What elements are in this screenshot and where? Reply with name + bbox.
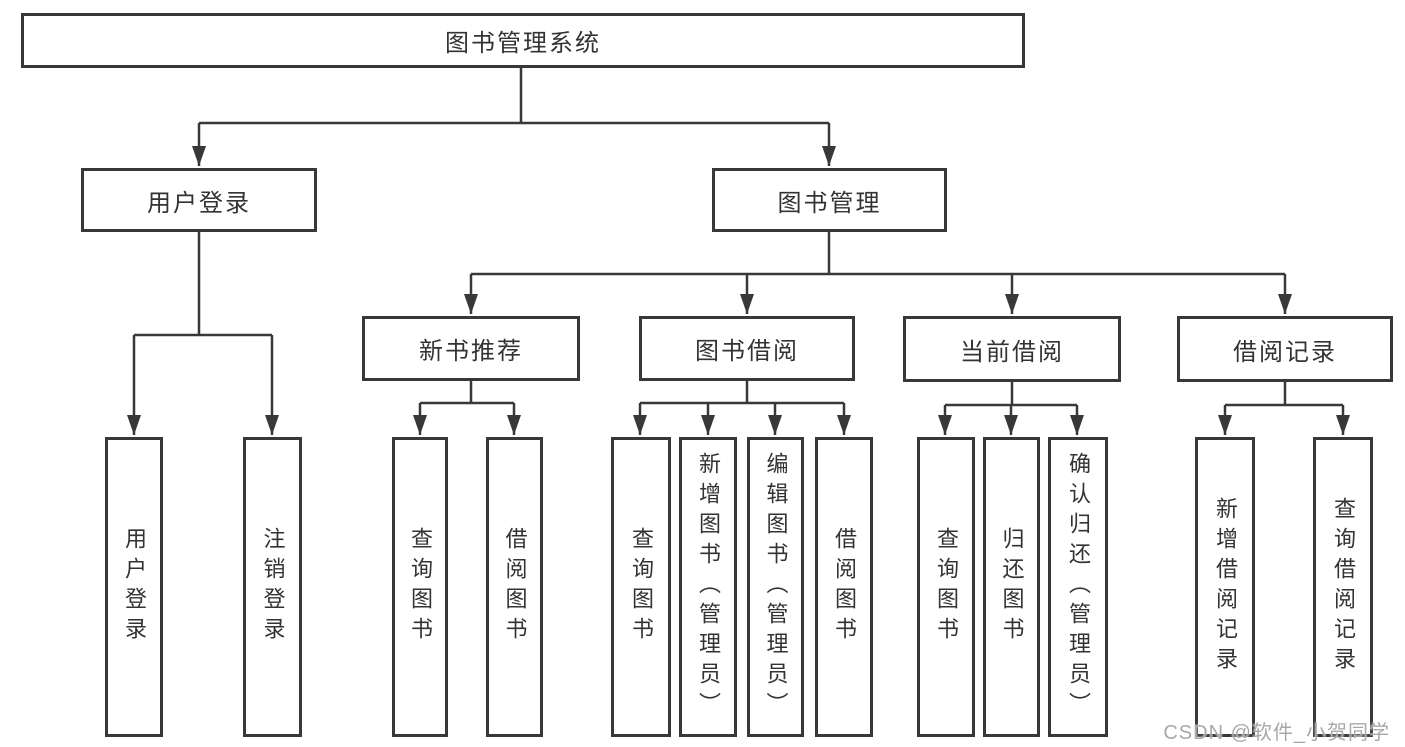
leaf-edit-book-admin: 编辑图书（管理员） [747,437,804,737]
leaf-user-login: 用户登录 [105,437,163,737]
node-current-borrow: 当前借阅 [903,316,1121,382]
leaf-query-book-borrow: 查询图书 [611,437,671,737]
leaf-borrow-book: 借阅图书 [815,437,873,737]
leaf-add-book-admin: 新增图书（管理员） [679,437,737,737]
node-library-system-root: 图书管理系统 [21,13,1025,68]
csdn-watermark: CSDN @软件_小贺同学 [1163,722,1390,744]
leaf-borrow-book-recommend: 借阅图书 [486,437,543,737]
node-book-management: 图书管理 [712,168,947,232]
leaf-add-borrow-record: 新增借阅记录 [1195,437,1255,737]
leaf-return-book: 归还图书 [983,437,1040,737]
leaf-confirm-return-admin: 确认归还（管理员） [1048,437,1108,737]
leaf-query-book-current: 查询图书 [917,437,975,737]
leaf-logout: 注销登录 [243,437,302,737]
node-user-login: 用户登录 [81,168,317,232]
leaf-query-book-recommend: 查询图书 [392,437,448,737]
node-borrow-record: 借阅记录 [1177,316,1393,382]
leaf-query-borrow-record: 查询借阅记录 [1313,437,1373,737]
node-book-borrow: 图书借阅 [639,316,855,381]
node-new-book-recommend: 新书推荐 [362,316,580,381]
